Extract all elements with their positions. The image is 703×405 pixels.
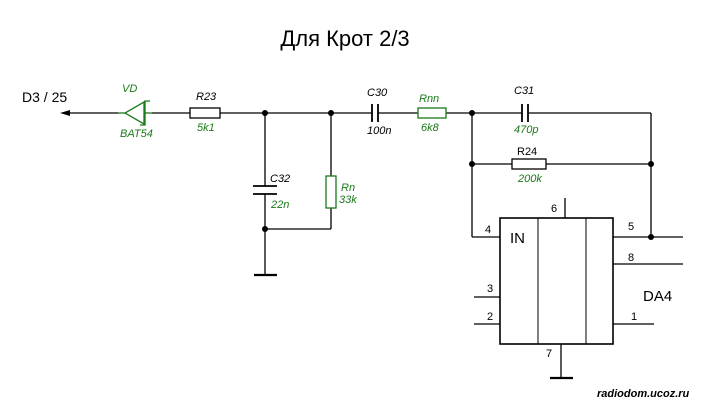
junction-dot [469, 110, 475, 116]
r23-value: 5k1 [197, 122, 215, 134]
diode-ref: VD [122, 83, 137, 95]
pin-6-label: 6 [551, 203, 557, 215]
c30-value: 100n [367, 125, 391, 137]
chip-body [499, 217, 614, 345]
junction-dot [262, 226, 268, 232]
junction-dot [328, 110, 334, 116]
rn-value: 33k [339, 194, 357, 206]
resistor-r24: R24 200k [511, 146, 547, 185]
junction-dot [469, 161, 475, 167]
c32-value: 22n [270, 199, 289, 211]
pin-4-label: 4 [485, 224, 491, 236]
resistor-icon [417, 107, 447, 119]
resistor-rnn: Rnn 6k8 [417, 93, 447, 134]
r24-ref: R24 [517, 146, 537, 158]
junction-dot [648, 234, 654, 240]
net-label-d3: D3 / 25 [22, 89, 67, 105]
pin-1-label: 1 [631, 311, 637, 323]
chip-ref: DA4 [643, 288, 672, 305]
pin-5-label: 5 [628, 221, 634, 233]
output-arrow-icon [60, 110, 70, 116]
capacitor-c30: C30 100n [367, 87, 391, 137]
resistor-icon [511, 158, 547, 170]
diagram-title: Для Крот 2/3 [280, 26, 409, 51]
chip-input-label: IN [510, 230, 525, 247]
rnn-value: 6k8 [421, 122, 440, 134]
diode-icon [123, 100, 145, 126]
resistor-icon [189, 107, 221, 119]
diode-value: BAT54 [120, 128, 153, 140]
chip-da4: IN DA4 6 4 5 8 3 2 1 7 [474, 198, 683, 378]
rnn-ref: Rnn [419, 93, 439, 105]
r23-ref: R23 [196, 91, 217, 103]
r24-value: 200k [517, 173, 542, 185]
main-wires [70, 112, 683, 275]
rn-ref: Rn [341, 182, 355, 194]
junction-dot [648, 161, 654, 167]
resistor-r23: R23 5k1 [189, 91, 221, 134]
capacitor-c31: C31 470p [514, 85, 538, 136]
resistor-icon [325, 175, 337, 209]
diode-vd: VD BAT54 [118, 83, 153, 140]
c31-value: 470p [514, 124, 538, 136]
c31-ref: C31 [514, 85, 534, 97]
pin-8-label: 8 [628, 252, 634, 264]
resistor-rn: Rn 33k [325, 175, 357, 209]
pin-3-label: 3 [487, 283, 493, 295]
c30-ref: C30 [367, 87, 388, 99]
junction-dots [262, 110, 654, 240]
capacitor-c32: C32 22n [253, 173, 290, 211]
c32-ref: C32 [270, 173, 290, 185]
watermark: radiodom.ucoz.ru [597, 388, 690, 400]
junction-dot [262, 110, 268, 116]
pin-7-label: 7 [546, 348, 552, 360]
pin-2-label: 2 [487, 311, 493, 323]
